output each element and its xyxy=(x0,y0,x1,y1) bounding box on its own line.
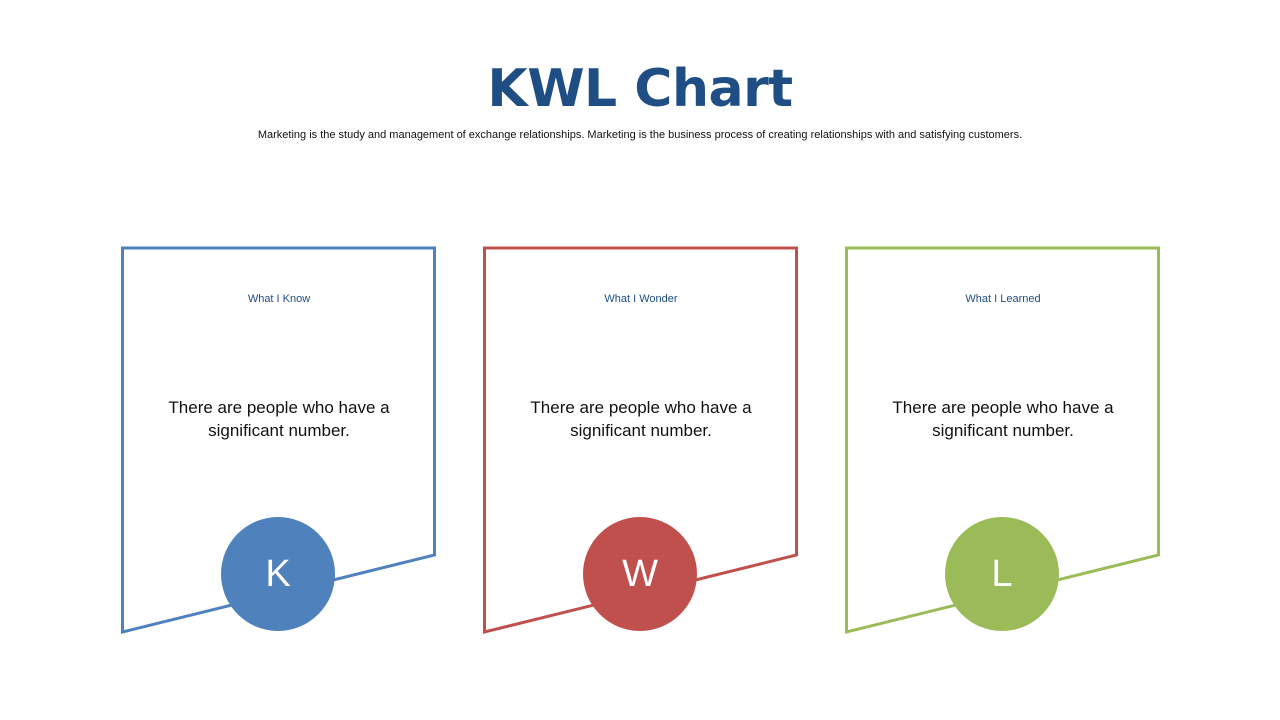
letter-w: W xyxy=(622,553,658,595)
card-heading-learned: What I Learned xyxy=(965,293,1041,305)
card-frame-learned xyxy=(845,246,1160,634)
kwl-card-know: What I Know There are people who have a … xyxy=(121,246,437,636)
page-subtitle: Marketing is the study and management of… xyxy=(257,129,1023,141)
card-outline-know xyxy=(121,246,436,634)
card-body-wonder: There are people who have a significant … xyxy=(530,398,752,440)
card-frame-know xyxy=(121,246,436,634)
card-heading-know: What I Know xyxy=(247,293,311,305)
card-frame-wonder xyxy=(483,246,798,634)
letter-k: K xyxy=(265,553,291,595)
letter-circle-w: W xyxy=(583,517,697,631)
letter-circle-l: L xyxy=(945,517,1059,631)
page-title: KWL Chart xyxy=(487,59,793,119)
card-body-know: There are people who have a significant … xyxy=(168,398,390,440)
card-heading-wonder: What I Wonder xyxy=(604,293,678,305)
letter-l: L xyxy=(991,553,1013,595)
kwl-card-wonder: What I Wonder There are people who have … xyxy=(483,246,799,636)
card-outline-wonder xyxy=(483,246,798,634)
letter-circle-k: K xyxy=(221,517,335,631)
card-outline-learned xyxy=(845,246,1160,634)
card-body-learned: There are people who have a significant … xyxy=(892,398,1114,440)
kwl-card-learned: What I Learned There are people who have… xyxy=(845,246,1161,636)
